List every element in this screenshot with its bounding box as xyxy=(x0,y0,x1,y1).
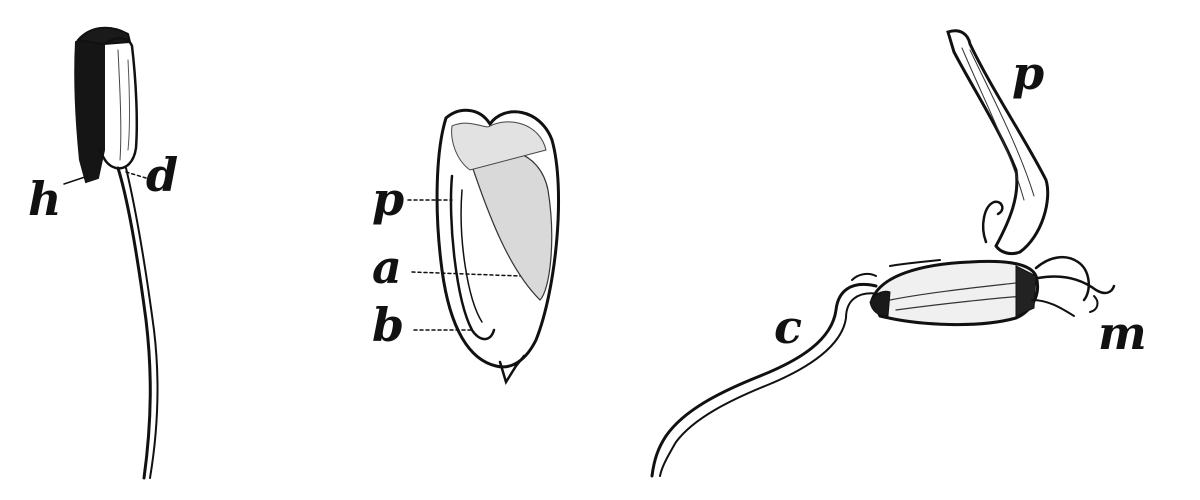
embryo-curve xyxy=(449,174,496,341)
label-p-plumule: p xyxy=(1012,46,1045,100)
rootlet-m-2 xyxy=(1036,275,1116,295)
sheath-dark xyxy=(74,38,105,184)
grain-dark-left xyxy=(869,290,891,317)
label-b: b xyxy=(372,298,405,352)
leader-d xyxy=(125,171,147,179)
label-p-grain: p xyxy=(372,172,405,226)
plumule-line-2 xyxy=(969,49,1035,197)
leader-h xyxy=(63,175,89,185)
leader-a xyxy=(411,271,521,277)
rootlet-top-left xyxy=(889,259,941,267)
label-h: h xyxy=(28,172,62,226)
leaf-outline xyxy=(98,37,139,170)
embryo-inner xyxy=(460,189,483,323)
grain-tip xyxy=(498,354,526,386)
stalk-inner xyxy=(125,167,159,479)
leaf-vein xyxy=(117,49,122,161)
label-m: m xyxy=(1098,306,1147,360)
root-c xyxy=(650,283,878,478)
leaf-vein-2 xyxy=(127,59,130,151)
germinating-grain-drawing xyxy=(650,29,1116,478)
label-a: a xyxy=(372,240,402,294)
plumule-line-1 xyxy=(961,47,1025,201)
rootlet-top xyxy=(982,200,1004,244)
rootlet-m-3 xyxy=(1031,299,1075,317)
grain-section-drawing xyxy=(407,108,561,386)
plumule xyxy=(946,29,1050,256)
label-d: d xyxy=(146,148,179,202)
label-c: c xyxy=(774,300,803,354)
sheath-top xyxy=(76,26,132,46)
rootlet-m-4 xyxy=(1089,295,1099,313)
root-c-inner xyxy=(659,292,881,477)
grain-stripe-1 xyxy=(889,281,1025,301)
root-c-tip xyxy=(851,272,877,281)
grain-body xyxy=(870,259,1039,327)
grain-dark-right xyxy=(1015,265,1037,317)
rootlet-m-1 xyxy=(1034,255,1091,302)
seedling-left-drawing xyxy=(63,26,159,480)
stalk xyxy=(116,166,152,480)
grain-stripe-2 xyxy=(895,295,1027,311)
endosperm-top xyxy=(451,121,547,171)
